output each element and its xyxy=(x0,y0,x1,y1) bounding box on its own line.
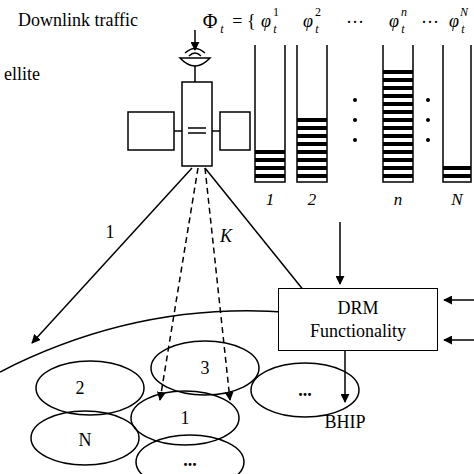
formula-ellipsis: ··· xyxy=(346,13,364,31)
beam-cell: N xyxy=(30,410,140,466)
satellite-symbol xyxy=(128,49,250,167)
formula-superscript: 2 xyxy=(315,6,321,18)
beam-cell: 3 xyxy=(150,340,260,396)
queue-number: 2 xyxy=(308,191,317,208)
cell-number: 1 xyxy=(181,409,190,427)
queue-number: n xyxy=(394,191,403,208)
output-label: BHIP xyxy=(324,413,365,431)
beam-cell: 1 xyxy=(130,390,240,446)
beam-number: 1 xyxy=(106,223,115,241)
cell-number: ... xyxy=(298,381,312,399)
cell-number: 2 xyxy=(76,379,85,397)
downlink-arrow xyxy=(194,30,196,50)
formula-superscript: N xyxy=(460,6,468,18)
formula-subscript: t xyxy=(315,23,318,35)
formula-symbol: φ xyxy=(303,12,313,30)
cell-outline xyxy=(35,360,145,416)
cell-number: N xyxy=(79,431,92,449)
formula-subscript: t xyxy=(273,23,276,35)
formula-brace: = { xyxy=(232,12,255,30)
formula-subscript: t xyxy=(220,23,223,35)
formula-subscript: t xyxy=(461,23,464,35)
formula-superscript: 1 xyxy=(273,6,279,18)
formula-symbol: φ xyxy=(389,12,399,30)
beam-number: K xyxy=(220,227,232,245)
cell-number: ... xyxy=(183,451,197,469)
queue-number: N xyxy=(451,191,462,208)
formula-symbol: φ xyxy=(261,12,271,30)
formula-symbol: Φ xyxy=(203,11,218,31)
box-label: DRM Functionality xyxy=(303,297,413,342)
traffic-label: Downlink traffic xyxy=(18,11,138,29)
beam-lines xyxy=(32,168,338,400)
beam-cell: ... xyxy=(250,362,360,418)
cell-number: 3 xyxy=(201,359,210,377)
formula-superscript: n xyxy=(401,6,407,18)
beam-cell: 2 xyxy=(35,360,145,416)
satellite-label: ellite xyxy=(4,65,40,83)
beam-cell: ... xyxy=(135,434,245,474)
queue-number: 1 xyxy=(266,191,275,208)
formula-ellipsis: ··· xyxy=(421,13,439,31)
traffic-queues xyxy=(255,45,471,182)
drm-box: DRM Functionality xyxy=(278,288,438,351)
ellipsis-dots xyxy=(353,98,430,142)
formula-symbol: φ xyxy=(449,12,459,30)
formula-subscript: t xyxy=(401,23,404,35)
